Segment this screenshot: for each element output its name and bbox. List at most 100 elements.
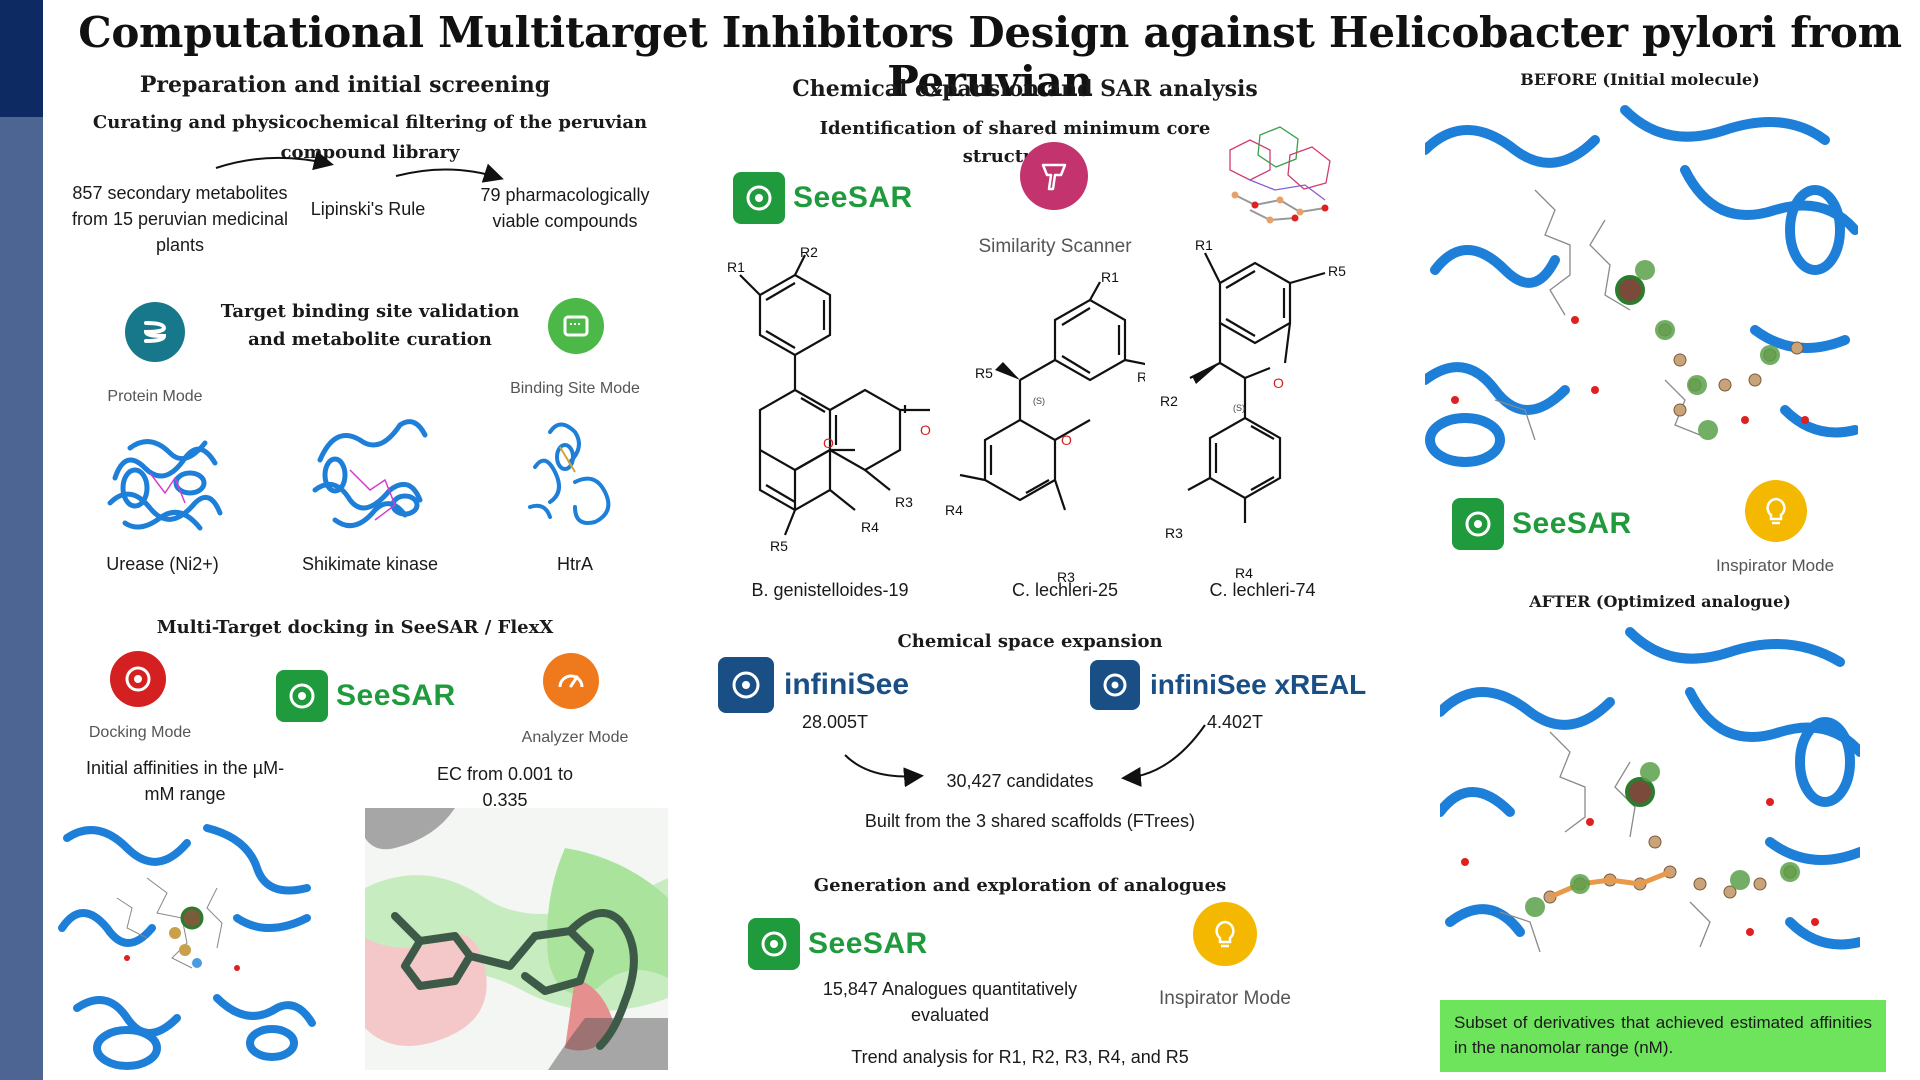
flavan-r2: R2 [1137, 369, 1145, 385]
seesar-logo-analogues: SeeSAR [748, 918, 928, 970]
htra-structure-image [528, 422, 611, 525]
flavone-r2: R2 [800, 245, 818, 260]
docking-heading: Multi-Target docking in SeeSAR / FlexX [156, 617, 554, 638]
seesar-wordmark: SeeSAR [1512, 507, 1632, 540]
infinisee-xreal-wordmark: infiniSee xREAL [1150, 669, 1367, 700]
initial-affinities-text: Initial affinities in the µM-mM range [85, 758, 285, 804]
flavone-r5: R5 [770, 538, 788, 554]
flow-arrows [215, 150, 504, 183]
seesar-wordmark: SeeSAR [336, 679, 456, 712]
benzofuran-r3: R3 [1165, 525, 1183, 541]
seesar-logo-icon [748, 918, 800, 970]
flavan-r3: R3 [1057, 569, 1075, 585]
result-summary-box: Subset of derivatives that achieved esti… [1440, 1000, 1886, 1072]
after-heading: AFTER (Optimized analogue) [1529, 592, 1791, 611]
prep-heading: Preparation and initial screening [139, 72, 551, 98]
protein-mode-icon [125, 302, 185, 362]
seesar-logo-icon [1452, 498, 1504, 550]
benzofuran-o: O [1273, 375, 1284, 391]
benzofuran-r5: R5 [1328, 263, 1346, 279]
seesar-logo-core: SeeSAR [733, 172, 913, 224]
flavan-stereo: (S) [1033, 396, 1045, 406]
seesar-wordmark: SeeSAR [793, 181, 913, 214]
structure-benzofuran: R1 R5 O R2 (S) R3 R4 [1160, 237, 1346, 581]
benzofuran-r2: R2 [1160, 393, 1178, 409]
ec-surface-image [365, 808, 668, 1070]
inspirator-mode-icon-mid [1193, 902, 1257, 966]
infinisee-xreal-value: 4.402T [1206, 712, 1264, 732]
structure-label-genistelloides: B. genistelloides-19 [751, 580, 909, 600]
protein-mode-label: Protein Mode [107, 388, 203, 405]
scaffolds-note: Built from the 3 shared scaffolds (FTree… [864, 811, 1196, 831]
analyzer-mode-label: Analyzer Mode [521, 729, 629, 746]
benzofuran-r1: R1 [1195, 237, 1213, 253]
before-pose-image [1425, 100, 1858, 483]
infinisee-logo: infiniSee [718, 657, 909, 713]
flavone-o-ring: O [823, 435, 834, 451]
flavan-r4: R4 [945, 502, 963, 518]
sidebar-top-block [0, 0, 43, 117]
inspirator-mode-label-right: Inspirator Mode [1715, 556, 1835, 575]
binding-site-mode-label: Binding Site Mode [510, 380, 640, 397]
flow-mid-text: Lipinski's Rule [310, 199, 426, 219]
seesar-wordmark: SeeSAR [808, 927, 928, 960]
flavan-r1: R1 [1101, 270, 1119, 285]
before-heading: BEFORE (Initial molecule) [1520, 70, 1760, 89]
shikimate-kinase-structure-image [312, 419, 428, 529]
expansion-arrow-right [1121, 724, 1206, 787]
infinisee-value: 28.005T [801, 712, 869, 732]
infinisee-xreal-logo-icon [1090, 660, 1140, 710]
seesar-logo-icon [733, 172, 785, 224]
inspirator-mode-icon-right [1745, 480, 1807, 542]
seesar-logo-docking: SeeSAR [276, 670, 456, 722]
core-heading: Identification of shared minimum core st… [819, 118, 1211, 167]
expansion-arrow-left [844, 754, 924, 788]
sidebar-band [0, 0, 43, 1080]
flavan-o: O [1061, 432, 1072, 448]
poster-title: Computational Multitarget Inhibitors Des… [78, 8, 1902, 106]
flavone-r4: R4 [861, 519, 879, 535]
analogues-heading: Generation and exploration of analogues [813, 875, 1227, 896]
seesar-logo-before: SeeSAR [1452, 498, 1632, 550]
target-heading: Target binding site validation and metab… [220, 301, 520, 350]
target-label-shikimate: Shikimate kinase [301, 554, 439, 574]
seesar-logo-icon [276, 670, 328, 722]
flow-arrow-2 [395, 163, 504, 183]
flow-start-text: 857 secondary metabolites from 15 peruvi… [71, 183, 289, 255]
structure-label-lechleri-74: C. lechleri-74 [1209, 580, 1316, 600]
expansion-arrows [844, 724, 1206, 788]
expansion-heading: Chemical space expansion [897, 631, 1163, 652]
sar-heading: Chemical expansion and SAR analysis [792, 76, 1258, 102]
docking-mode-icon [110, 651, 166, 707]
infinisee-wordmark: infiniSee [784, 668, 910, 701]
docking-pose-image [57, 808, 319, 1072]
inspirator-mode-label-mid: Inspirator Mode [1158, 988, 1291, 1009]
flavan-r5: R5 [975, 365, 993, 381]
target-label-urease: Urease (Ni2+) [106, 554, 219, 574]
candidates-count: 30,427 candidates [946, 771, 1094, 791]
similarity-scanner-icon [1020, 142, 1088, 210]
after-pose-image [1440, 622, 1860, 982]
benzofuran-stereo: (S) [1233, 403, 1245, 413]
flavone-r3: R3 [895, 494, 913, 510]
similarity-scanner-label: Similarity Scanner [978, 236, 1132, 257]
benzofuran-r4: R4 [1235, 565, 1253, 581]
binding-site-mode-icon [548, 298, 604, 354]
structure-flavone: R1 R2 O O R3 R4 R5 [727, 245, 931, 554]
structure-label-lechleri-25: C. lechleri-25 [1011, 580, 1119, 600]
aligned-molecules-image [1229, 126, 1331, 224]
flow-end-text: 79 pharmacologically viable compounds [480, 185, 650, 231]
analyzer-mode-icon [543, 653, 599, 709]
trend-analysis-text: Trend analysis for R1, R2, R3, R4, and R… [851, 1047, 1189, 1067]
flow-arrow-1 [215, 150, 334, 171]
flavone-o-ketone: O [920, 422, 931, 438]
ec-range-text: EC from 0.001 to 0.335 [436, 764, 574, 810]
analogues-count: 15,847 Analogues quantitatively evaluate… [822, 979, 1078, 1025]
flavone-r1: R1 [727, 259, 745, 275]
docking-mode-label: Docking Mode [88, 724, 192, 741]
structure-flavan: R1 R2 R5 (S) O R4 R3 [945, 270, 1145, 585]
infinisee-logo-icon [718, 657, 774, 713]
urease-structure-image [107, 439, 223, 531]
infinisee-xreal-logo: infiniSee xREAL [1090, 660, 1366, 710]
target-label-htra: HtrA [557, 554, 593, 574]
